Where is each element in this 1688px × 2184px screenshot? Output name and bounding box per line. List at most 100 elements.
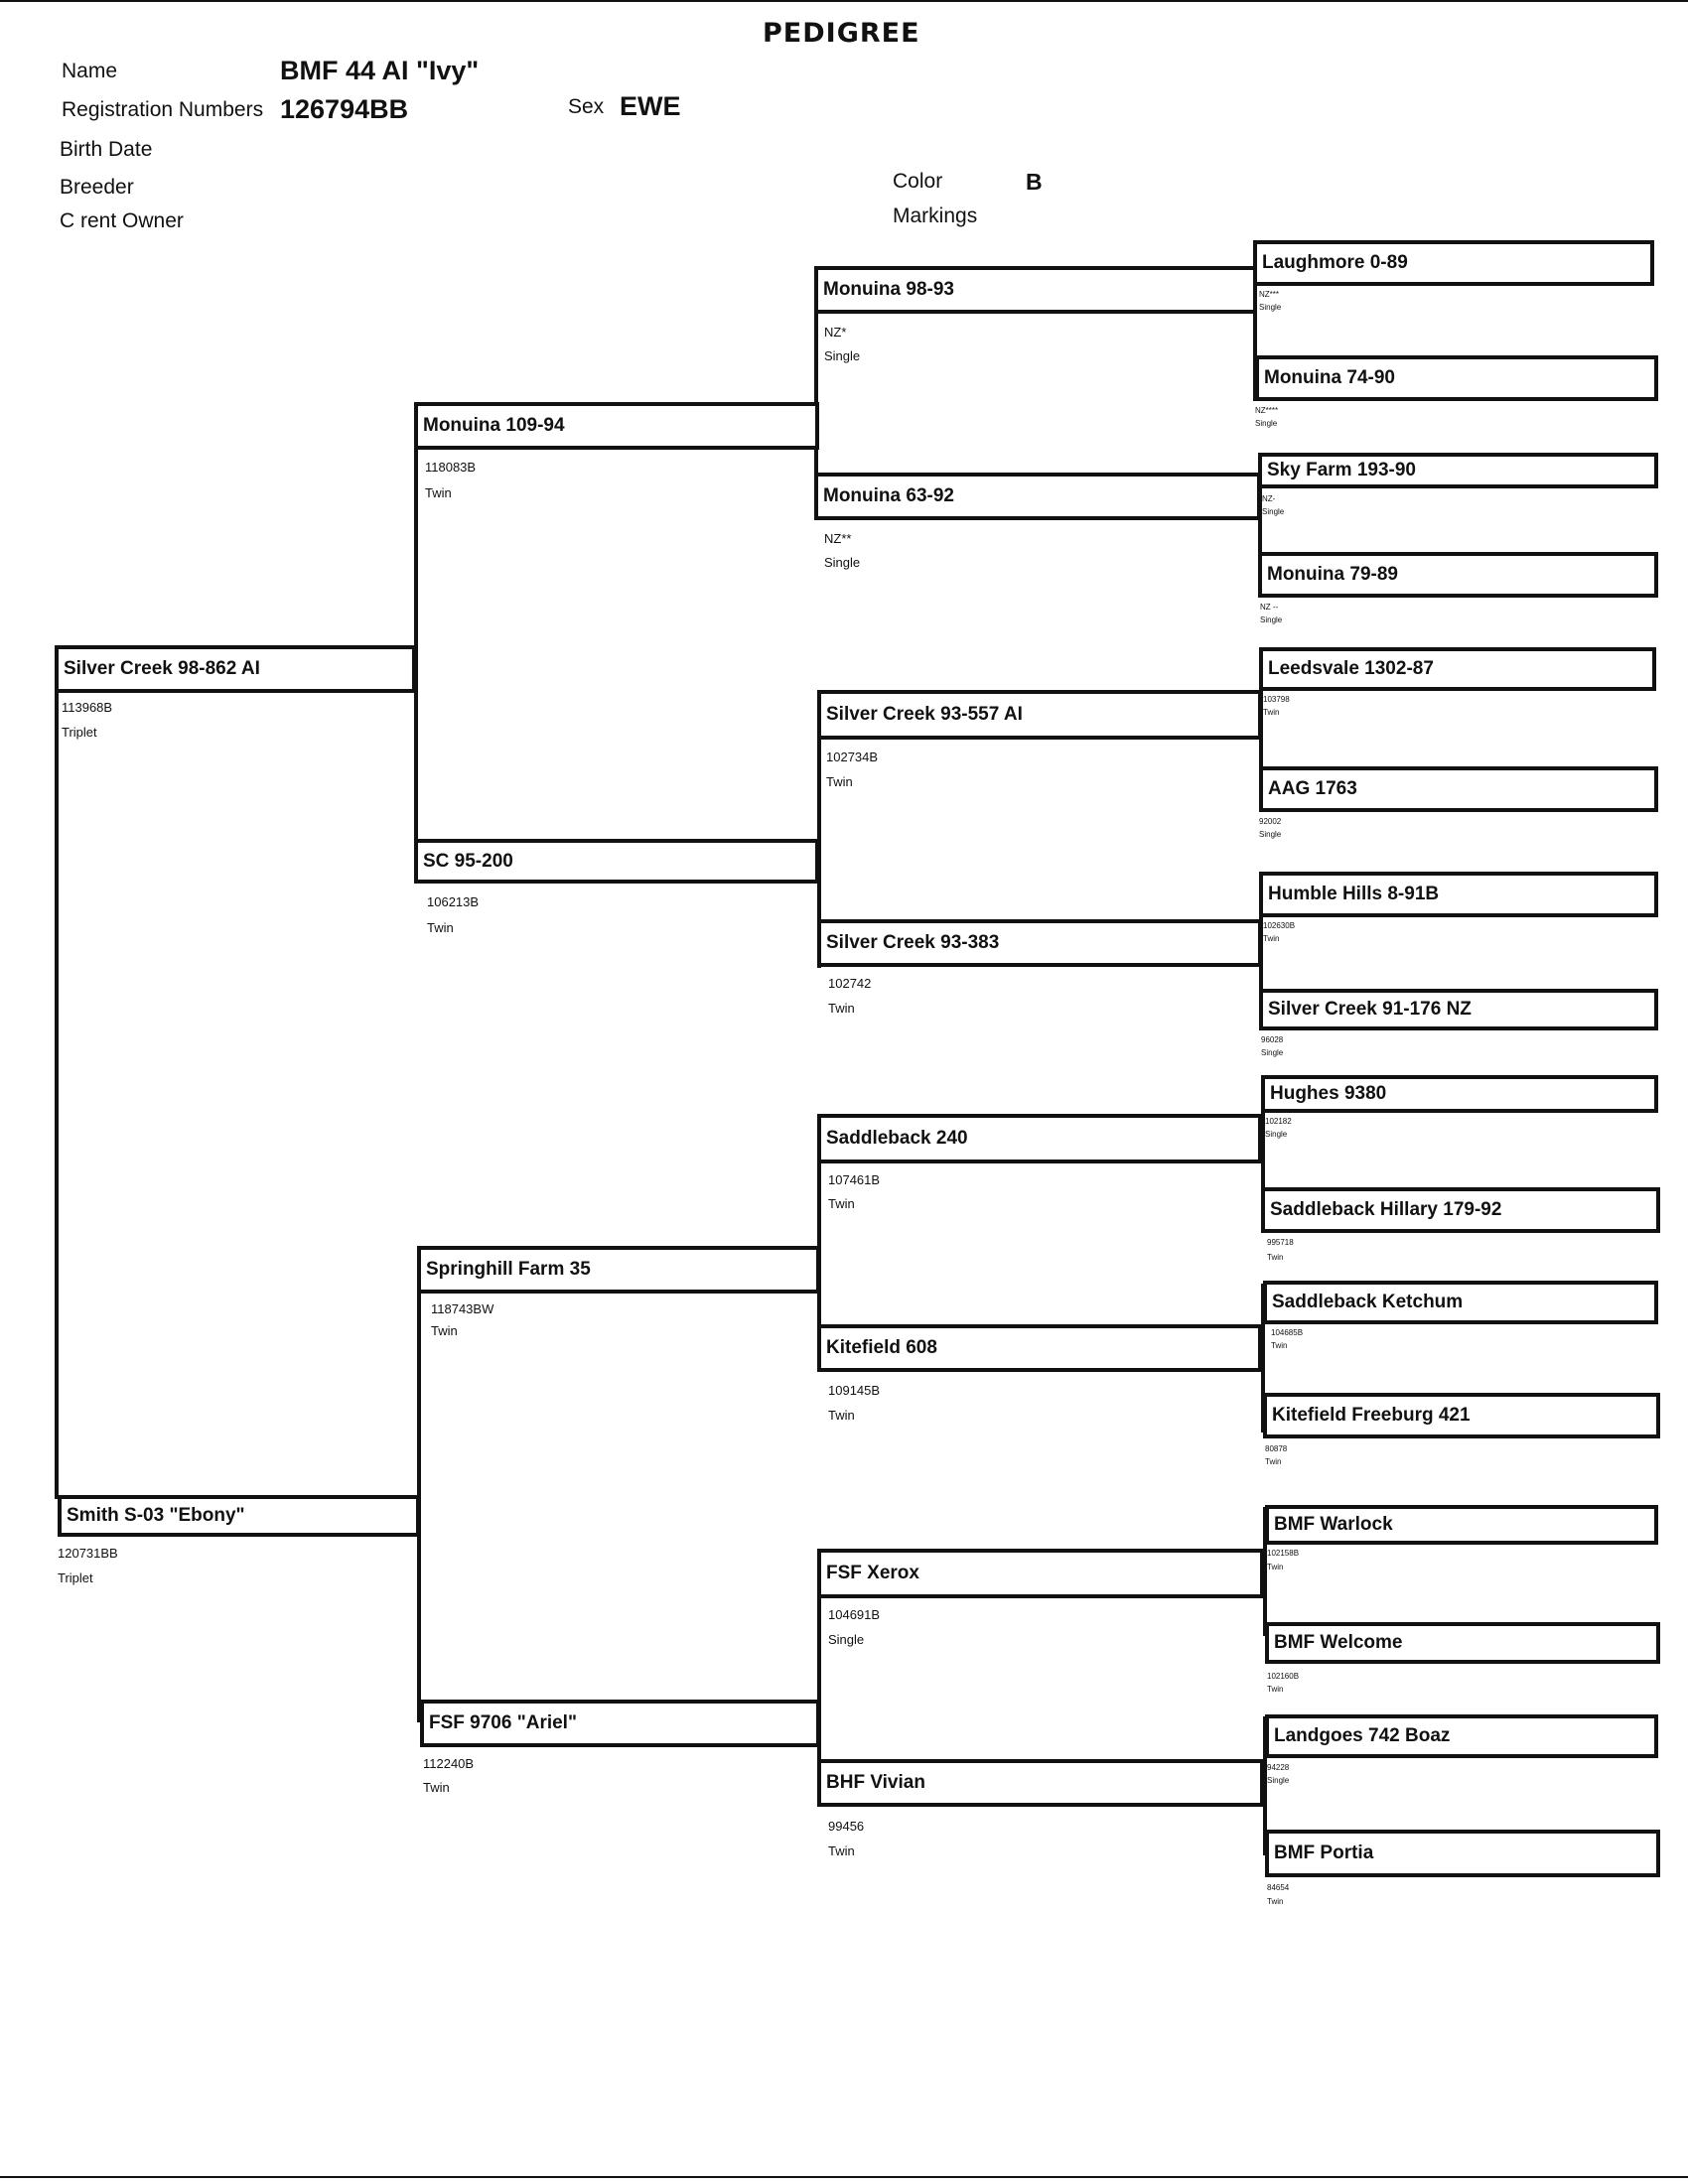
gen3-reg-7: 99456 — [828, 1819, 865, 1834]
connector-gen4-7 — [1263, 1507, 1267, 1636]
gen2-box-1[interactable]: SC 95-200 — [414, 839, 819, 884]
gen4-box-7[interactable]: Silver Creek 91-176 NZ — [1259, 989, 1658, 1030]
gen3-box-5[interactable]: Kitefield 608 — [817, 1324, 1262, 1372]
gen4-name-2: Sky Farm 193-90 — [1267, 460, 1416, 480]
gen4-birth-11: Twin — [1265, 1457, 1282, 1466]
gen3-reg-0: NZ* — [824, 325, 847, 340]
gen4-box-10[interactable]: Saddleback Ketchum — [1263, 1281, 1658, 1324]
gen4-reg-4: 103798 — [1263, 695, 1290, 704]
gen4-reg-11: 80878 — [1265, 1444, 1288, 1453]
gen3-reg-1: NZ** — [824, 531, 852, 546]
gen3-name-4: Saddleback 240 — [826, 1128, 968, 1149]
gen3-name-3: Silver Creek 93-383 — [826, 932, 1000, 953]
page-top-edge — [0, 0, 1688, 2]
gen4-reg-13: 102160B — [1267, 1672, 1300, 1681]
gen3-box-7[interactable]: BHF Vivian — [817, 1759, 1264, 1807]
birth-date-label: Birth Date — [60, 138, 153, 161]
gen4-name-11: Kitefield Freeburg 421 — [1272, 1405, 1471, 1426]
connector-gen4-6 — [1261, 1284, 1265, 1433]
gen4-birth-7: Single — [1261, 1048, 1284, 1057]
breeder-label: Breeder — [60, 176, 134, 199]
gen4-box-1[interactable]: Monuina 74-90 — [1255, 355, 1658, 401]
gen3-box-3[interactable]: Silver Creek 93-383 — [817, 919, 1262, 967]
gen4-name-7: Silver Creek 91-176 NZ — [1268, 999, 1472, 1020]
gen4-reg-6: 102630B — [1263, 921, 1296, 930]
sire-reg: 113968B — [62, 700, 113, 715]
gen3-birth-1: Single — [824, 555, 861, 570]
gen2-reg-2: 118743BW — [431, 1301, 494, 1316]
gen3-birth-7: Twin — [828, 1843, 855, 1858]
gen4-box-8[interactable]: Hughes 9380 — [1261, 1075, 1658, 1113]
gen3-name-6: FSF Xerox — [826, 1563, 919, 1583]
gen4-reg-3: NZ -- — [1260, 603, 1279, 612]
connector-gen4-5 — [1261, 1077, 1265, 1216]
gen4-name-3: Monuina 79-89 — [1267, 564, 1398, 585]
gen3-box-1[interactable]: Monuina 63-92 — [814, 473, 1261, 520]
page-bottom-edge — [0, 2176, 1688, 2178]
gen4-birth-6: Twin — [1263, 934, 1280, 943]
connector-gen4-1 — [1253, 242, 1257, 401]
gen4-reg-10: 104685B — [1271, 1328, 1304, 1337]
gen2-name-0: Monuina 109-94 — [423, 415, 565, 436]
gen4-reg-12: 102158B — [1267, 1549, 1300, 1558]
gen2-box-2[interactable]: Springhill Farm 35 — [417, 1246, 820, 1294]
gen3-birth-5: Twin — [828, 1408, 855, 1423]
gen3-reg-4: 107461B — [828, 1172, 881, 1187]
gen2-birth-0: Twin — [425, 485, 452, 500]
gen4-birth-10: Twin — [1271, 1341, 1288, 1350]
gen2-reg-3: 112240B — [423, 1756, 475, 1771]
gen3-reg-5: 109145B — [828, 1383, 881, 1398]
gen4-box-14[interactable]: Landgoes 742 Boaz — [1265, 1714, 1658, 1758]
gen3-box-0[interactable]: Monuina 98-93 — [814, 266, 1257, 314]
gen4-reg-15: 84654 — [1267, 1883, 1290, 1892]
connector-gen3-1 — [814, 266, 818, 518]
gen4-reg-8: 102182 — [1265, 1117, 1292, 1126]
connector-gen4-8 — [1263, 1716, 1267, 1855]
gen3-name-2: Silver Creek 93-557 AI — [826, 704, 1023, 725]
owner-label: C rent Owner — [60, 209, 184, 232]
gen2-box-0[interactable]: Monuina 109-94 — [414, 402, 819, 450]
name-value: BMF 44 AI "Ivy" — [280, 56, 480, 85]
gen4-box-5[interactable]: AAG 1763 — [1259, 766, 1658, 812]
color-value: B — [1026, 169, 1043, 195]
gen4-box-12[interactable]: BMF Warlock — [1265, 1505, 1658, 1545]
gen4-name-9: Saddleback Hillary 179-92 — [1270, 1199, 1502, 1220]
gen4-box-9[interactable]: Saddleback Hillary 179-92 — [1261, 1187, 1660, 1233]
gen4-reg-5: 92002 — [1259, 817, 1282, 826]
gen2-box-3[interactable]: FSF 9706 "Ariel" — [420, 1700, 820, 1747]
gen3-box-4[interactable]: Saddleback 240 — [817, 1114, 1262, 1163]
connector-gen2-bottom — [417, 1246, 421, 1722]
gen3-birth-0: Single — [824, 348, 861, 363]
gen4-reg-9: 995718 — [1267, 1238, 1294, 1247]
gen4-box-4[interactable]: Leedsvale 1302-87 — [1259, 647, 1656, 691]
gen4-name-10: Saddleback Ketchum — [1272, 1292, 1464, 1312]
gen4-birth-9: Twin — [1267, 1253, 1284, 1262]
connector-gen3-3 — [817, 1114, 821, 1370]
gen3-box-6[interactable]: FSF Xerox — [817, 1549, 1264, 1598]
gen4-name-12: BMF Warlock — [1274, 1514, 1393, 1535]
gen3-name-0: Monuina 98-93 — [823, 279, 954, 300]
gen3-name-7: BHF Vivian — [826, 1772, 925, 1793]
gen2-birth-1: Twin — [427, 920, 454, 935]
gen4-name-15: BMF Portia — [1274, 1843, 1374, 1863]
gen4-birth-15: Twin — [1267, 1897, 1284, 1906]
gen4-name-1: Monuina 74-90 — [1264, 367, 1395, 388]
sire-box[interactable]: Silver Creek 98-862 AI — [55, 645, 416, 693]
gen4-box-6[interactable]: Humble Hills 8-91B — [1259, 872, 1658, 917]
gen3-box-2[interactable]: Silver Creek 93-557 AI — [817, 690, 1262, 740]
gen3-birth-2: Twin — [826, 774, 853, 789]
gen4-reg-2: NZ- — [1262, 494, 1276, 503]
gen4-box-0[interactable]: Laughmore 0-89 — [1253, 240, 1654, 286]
gen2-name-1: SC 95-200 — [423, 850, 513, 872]
gen4-name-0: Laughmore 0-89 — [1262, 252, 1408, 273]
gen3-reg-2: 102734B — [826, 750, 879, 764]
gen4-name-13: BMF Welcome — [1274, 1632, 1403, 1653]
gen4-box-13[interactable]: BMF Welcome — [1265, 1622, 1660, 1664]
gen4-box-2[interactable]: Sky Farm 193-90 — [1258, 453, 1658, 488]
gen3-birth-3: Twin — [828, 1001, 855, 1016]
gen4-box-11[interactable]: Kitefield Freeburg 421 — [1263, 1393, 1660, 1438]
dam-box[interactable]: Smith S-03 "Ebony" — [58, 1495, 420, 1537]
gen4-box-15[interactable]: BMF Portia — [1265, 1830, 1660, 1877]
gen4-box-3[interactable]: Monuina 79-89 — [1258, 552, 1658, 598]
